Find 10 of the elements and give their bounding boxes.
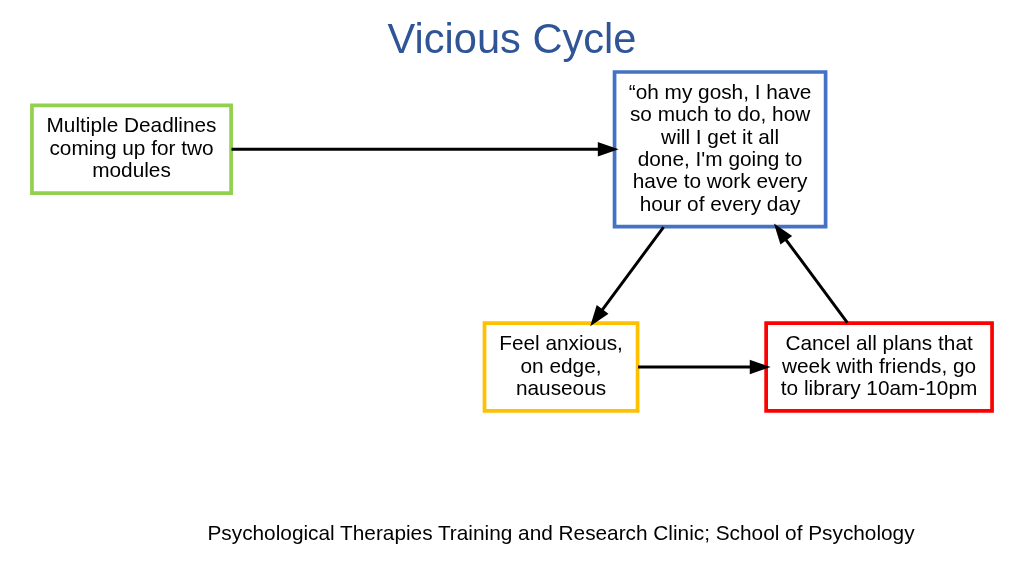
arrow [638,359,771,375]
node-box: “oh my gosh, I have so much to do, how will I get it all done, I'm going to have to work every hour of every day [612,70,828,229]
node-box: Multiple Deadlines coming up for two modules [30,103,233,195]
node-box: Feel anxious, on edge, nauseous [482,321,640,413]
arrow [590,226,665,327]
node-box: Cancel all plans that week with friends, go to library 10am-10pm [764,321,994,413]
arrow [773,223,849,324]
diagram-title: Vicious Cycle [387,15,637,63]
arrow [231,142,619,157]
label: Psychological Therapies Training and Research Clinic; School of Psychology [207,520,915,544]
